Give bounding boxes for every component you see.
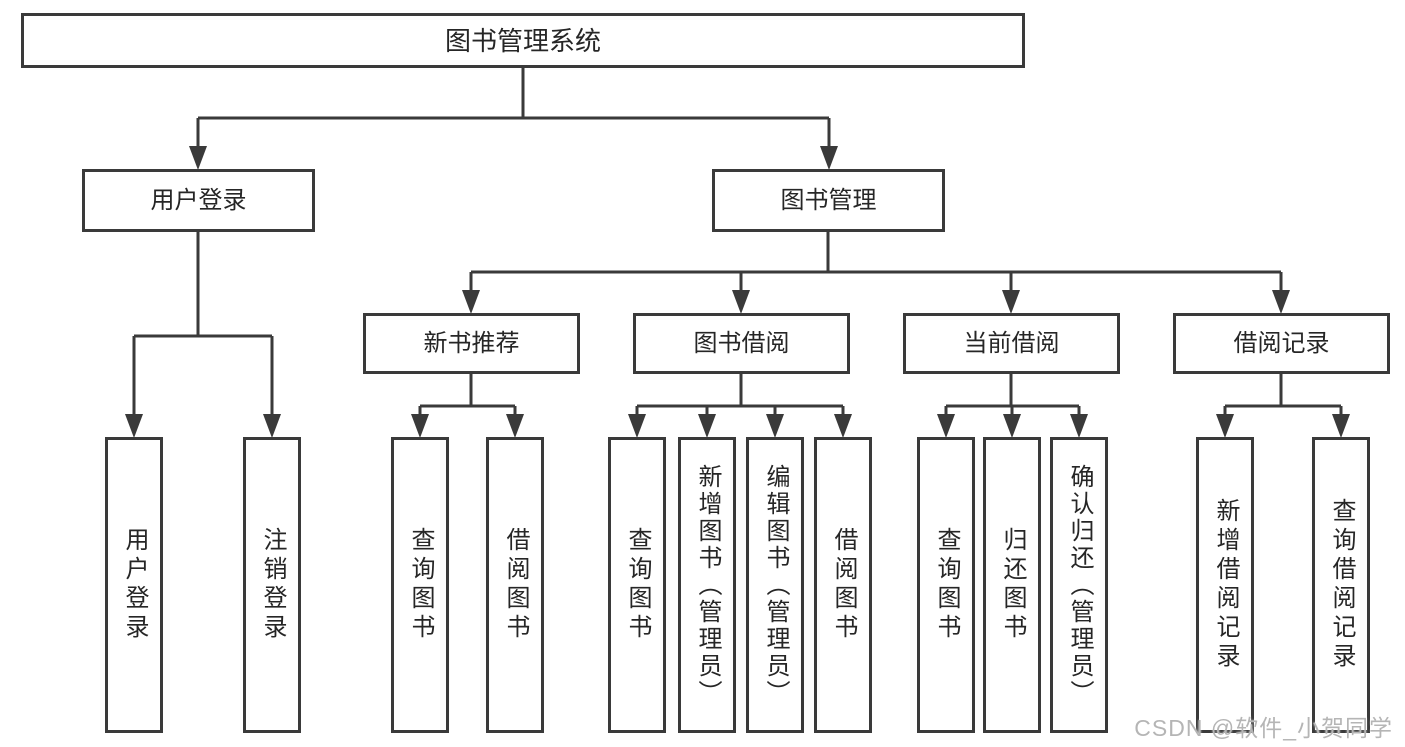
arrowhead	[1272, 290, 1290, 314]
arrowhead	[125, 414, 143, 438]
arrowhead	[732, 290, 750, 314]
wire-userlogin-to-leaves	[132, 232, 274, 414]
wire-borrowing-to-leaves	[635, 374, 845, 414]
node-leaf-add-borrow-record: 新增借阅记录	[1196, 437, 1254, 733]
arrowhead	[1002, 290, 1020, 314]
arrowhead	[628, 414, 646, 438]
node-leaf-user-login: 用户登录	[105, 437, 163, 733]
node-borrowing-records: 借阅记录	[1173, 313, 1390, 374]
arrowhead	[698, 414, 716, 438]
node-book-borrowing: 图书借阅	[633, 313, 850, 374]
node-leaf-query-books-borrowing: 查询图书	[608, 437, 666, 733]
csdn-watermark: CSDN @软件_小贺同学	[1134, 715, 1393, 741]
wire-recommend-to-leaves	[418, 374, 517, 414]
node-leaf-borrow-books-borrowing: 借阅图书	[814, 437, 872, 733]
wire-current-to-leaves	[944, 374, 1081, 414]
wire-root-to-level2	[196, 68, 831, 146]
node-user-login: 用户登录	[82, 169, 315, 232]
wire-bookmgmt-to-level3	[469, 232, 1283, 290]
arrowhead	[1070, 414, 1088, 438]
node-library-system: 图书管理系统	[21, 13, 1025, 68]
arrowhead	[937, 414, 955, 438]
node-current-borrowing: 当前借阅	[903, 313, 1120, 374]
arrowhead	[263, 414, 281, 438]
arrowhead	[766, 414, 784, 438]
arrowhead	[462, 290, 480, 314]
node-leaf-logout: 注销登录	[243, 437, 301, 733]
arrowhead	[1332, 414, 1350, 438]
node-book-management: 图书管理	[712, 169, 945, 232]
wire-records-to-leaves	[1223, 374, 1343, 414]
arrowhead	[820, 146, 838, 170]
arrowhead	[834, 414, 852, 438]
node-leaf-confirm-return-admin: 确认归还（管理员）	[1050, 437, 1108, 733]
node-new-book-recommend: 新书推荐	[363, 313, 580, 374]
node-leaf-borrow-books-recommend: 借阅图书	[486, 437, 544, 733]
arrowhead	[1216, 414, 1234, 438]
node-leaf-return-books: 归还图书	[983, 437, 1041, 733]
arrowhead	[411, 414, 429, 438]
node-leaf-edit-books-admin: 编辑图书（管理员）	[746, 437, 804, 733]
arrowhead	[189, 146, 207, 170]
arrowhead	[1003, 414, 1021, 438]
node-leaf-add-books-admin: 新增图书（管理员）	[678, 437, 736, 733]
node-leaf-query-books-recommend: 查询图书	[391, 437, 449, 733]
node-leaf-query-books-current: 查询图书	[917, 437, 975, 733]
node-leaf-query-borrow-record: 查询借阅记录	[1312, 437, 1370, 733]
arrowhead	[506, 414, 524, 438]
